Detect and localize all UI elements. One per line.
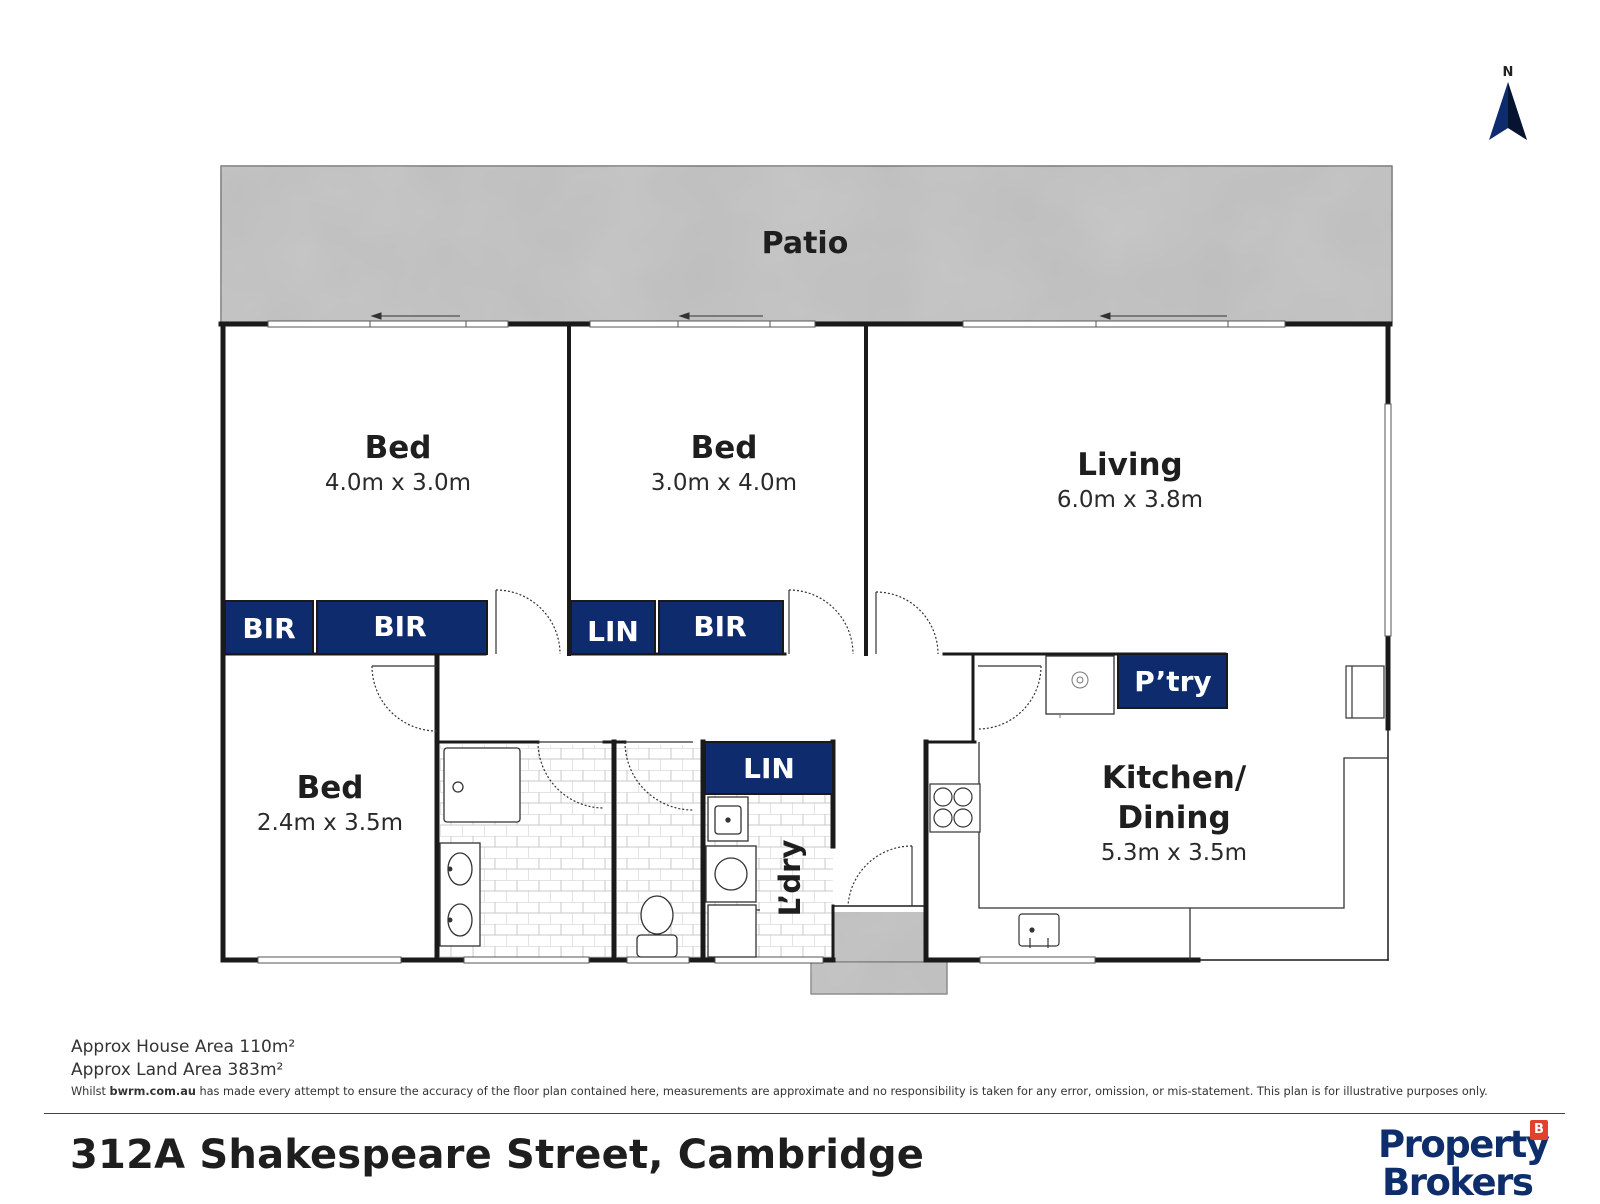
logo-line2: Brokers <box>1382 1161 1534 1204</box>
disclaimer-site: bwrm.com.au <box>109 1085 196 1098</box>
disclaimer: Whilst bwrm.com.au has made every attemp… <box>71 1085 1488 1098</box>
door-bathroom[interactable] <box>537 741 605 809</box>
lin-label: LIN <box>743 752 795 785</box>
property-address: 312A Shakespeare Street, Cambridge <box>70 1132 925 1178</box>
bir-label: BIR <box>693 610 746 643</box>
windows <box>257 320 1392 964</box>
living-name: Living <box>1077 447 1182 483</box>
land-area: Approx Land Area 383m² <box>71 1060 284 1080</box>
patio: Patio <box>220 165 1393 323</box>
logo-line1: Property <box>1378 1123 1550 1166</box>
laundry-name: L’dry <box>773 840 807 917</box>
kitchen-sink-icon <box>1018 913 1060 948</box>
door-bed2[interactable] <box>788 589 854 655</box>
vanity-icon <box>439 842 481 947</box>
cooktop-icon <box>929 783 981 833</box>
front-step <box>810 912 948 995</box>
washing-machine-icon <box>705 845 757 903</box>
bed2-dims: 3.0m x 4.0m <box>651 470 797 496</box>
bir-label: BIR <box>373 610 426 643</box>
door-front[interactable] <box>847 845 913 907</box>
bed3-dims: 2.4m x 3.5m <box>257 810 403 836</box>
floor-plan: N Patio <box>218 65 1527 995</box>
bed1-name: Bed <box>365 430 432 466</box>
door-living[interactable] <box>875 591 939 655</box>
disclaimer-text: has made every attempt to ensure the acc… <box>195 1085 1488 1098</box>
door-toilet[interactable] <box>624 741 694 811</box>
storage: BIR BIR LIN BIR P’try LIN <box>224 600 1228 795</box>
footer-divider <box>44 1113 1565 1114</box>
disclaimer-prefix: Whilst <box>71 1085 110 1098</box>
laundry-tub-icon <box>707 796 749 842</box>
fan-icon <box>1059 671 1089 718</box>
logo-badge: B <box>1530 1120 1548 1140</box>
room-labels: Bed 4.0m x 3.0m Bed 3.0m x 4.0m Living 6… <box>257 430 1247 916</box>
bed1-dims: 4.0m x 3.0m <box>325 470 471 496</box>
bir-label: BIR <box>242 612 295 645</box>
door-bed3[interactable] <box>371 665 438 732</box>
door-bed1[interactable] <box>495 589 561 655</box>
property-brokers-logo: Property Brokers B <box>1370 1120 1550 1204</box>
north-arrow: N <box>1489 65 1527 140</box>
bed3-name: Bed <box>297 770 364 806</box>
patio-label: Patio <box>762 226 849 261</box>
door-kitchen[interactable] <box>977 665 1042 730</box>
pantry-label: P’try <box>1134 665 1211 698</box>
toilet-icon <box>636 895 678 958</box>
doors <box>371 589 1042 907</box>
lin-label: LIN <box>587 615 639 648</box>
kitchen-benches <box>978 655 1388 960</box>
side-door-icon <box>1345 665 1385 719</box>
living-dims: 6.0m x 3.8m <box>1057 487 1203 513</box>
dryer-icon <box>707 904 760 958</box>
north-label: N <box>1503 65 1514 80</box>
kitchen-dims: 5.3m x 3.5m <box>1101 840 1247 866</box>
dining-name: Dining <box>1117 800 1230 836</box>
kitchen-name: Kitchen/ <box>1102 760 1247 796</box>
bed2-name: Bed <box>691 430 758 466</box>
shower-icon <box>443 747 521 823</box>
house-area: Approx House Area 110m² <box>71 1037 296 1057</box>
